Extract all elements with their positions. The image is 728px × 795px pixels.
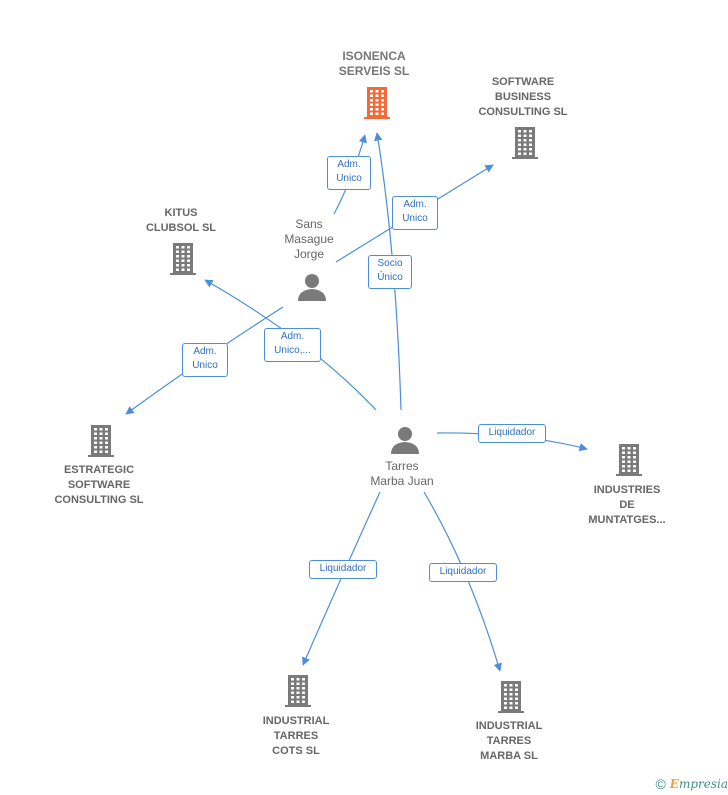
- node-label-tarres[interactable]: Tarres Marba Juan: [370, 459, 434, 488]
- node-label-industries-muntatges[interactable]: INDUSTRIES DE MUNTATGES...: [588, 484, 666, 526]
- person-icon[interactable]: [297, 272, 327, 307]
- building-icon[interactable]: [362, 86, 392, 125]
- brand-logo-initial: E: [669, 777, 679, 791]
- copyright-icon: ©: [655, 776, 666, 792]
- edge-label-tarres-industries: Liquidador: [478, 424, 546, 443]
- brand-logo-text: mpresia: [678, 777, 728, 791]
- node-label-isonenca[interactable]: ISONENCA SERVEIS SL: [338, 49, 410, 78]
- node-label-sans[interactable]: Sans Masague Jorge: [284, 217, 334, 261]
- edge-label-tarres-cots: Liquidador: [309, 560, 377, 579]
- edge-label-sans-estrategic: Adm. Unico: [182, 343, 228, 377]
- node-label-industrial-marba[interactable]: INDUSTRIAL TARRES MARBA SL: [475, 720, 543, 762]
- building-icon[interactable]: [510, 126, 540, 165]
- edge-label-tarres-isonenca: Socio Único: [368, 255, 412, 289]
- building-icon[interactable]: [168, 242, 198, 281]
- node-label-industrial-cots[interactable]: INDUSTRIAL TARRES COTS SL: [262, 715, 330, 757]
- building-icon[interactable]: [496, 680, 526, 719]
- building-icon[interactable]: [283, 674, 313, 713]
- edge-label-tarres-marba: Liquidador: [429, 563, 497, 582]
- edge-label-sans-isonenca: Adm. Unico: [327, 156, 371, 190]
- node-label-kitus[interactable]: KITUS CLUBSOL SL: [145, 207, 217, 234]
- edge-tarres-cots: [302, 491, 381, 666]
- building-icon[interactable]: [614, 443, 644, 482]
- node-label-estrategic[interactable]: ESTRATEGIC SOFTWARE CONSULTING SL: [54, 464, 144, 506]
- edge-label-sans-software: Adm. Unico: [392, 196, 438, 230]
- person-icon[interactable]: [390, 425, 420, 460]
- building-icon[interactable]: [86, 424, 116, 463]
- node-label-software-business[interactable]: SOFTWARE BUSINESS CONSULTING SL: [478, 76, 568, 118]
- edge-label-tarres-kitus: Adm. Unico,...: [264, 328, 321, 362]
